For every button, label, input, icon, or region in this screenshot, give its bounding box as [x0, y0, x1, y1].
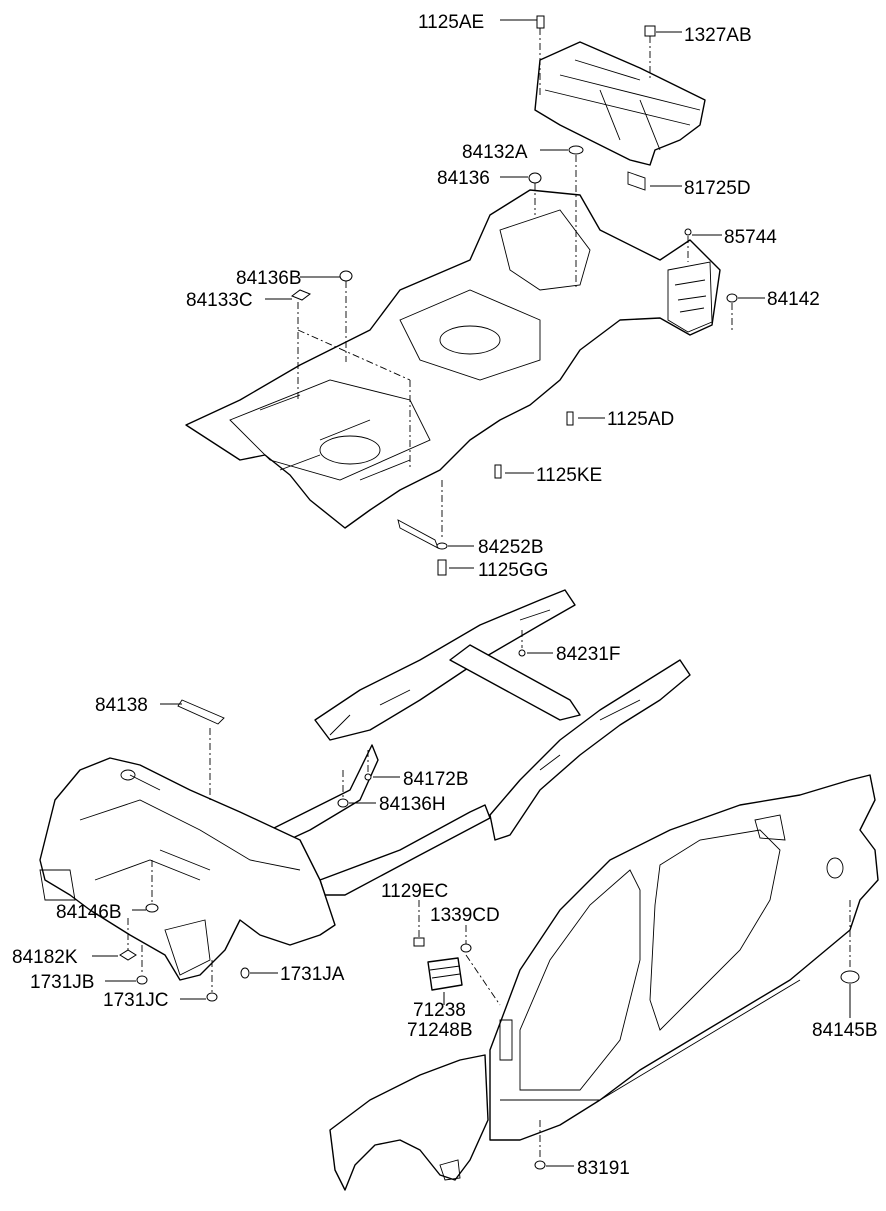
floor-leaders [265, 19, 765, 569]
middle-leaders [92, 630, 553, 1000]
front-fender [329, 1054, 489, 1191]
label-84138: 84138 [95, 695, 148, 716]
floor-hardware [290, 15, 738, 576]
label-84136B: 84136B [236, 268, 302, 289]
label-1125GG: 1125GG [478, 560, 548, 581]
label-81725D: 81725D [684, 178, 751, 199]
callout-labels: 1125AE 1327AB 84132A 84136 81725D 85744 … [12, 12, 878, 1179]
label-84252B: 84252B [478, 537, 544, 558]
label-1327AB: 1327AB [684, 25, 752, 46]
label-85744: 85744 [724, 227, 777, 248]
label-71238: 71238 [413, 1000, 466, 1021]
label-83191: 83191 [577, 1158, 630, 1179]
label-84136H: 84136H [379, 794, 446, 815]
label-1129EC: 1129EC [381, 881, 448, 902]
label-84172B: 84172B [403, 769, 469, 790]
label-84132A: 84132A [462, 142, 528, 163]
label-1125KE: 1125KE [536, 465, 602, 486]
rear-panel-shield [534, 41, 706, 191]
floor-pan [185, 189, 721, 549]
label-84136: 84136 [437, 168, 490, 189]
label-84146B: 84146B [56, 902, 122, 923]
label-1339CD: 1339CD [430, 905, 500, 926]
label-71248B: 71248B [407, 1020, 473, 1041]
label-84145B: 84145B [812, 1020, 878, 1041]
label-84133C: 84133C [186, 290, 253, 311]
middle-hardware [119, 649, 526, 1002]
front-structure [39, 757, 336, 981]
bottom-leaders [418, 900, 851, 1167]
underbody-frame [177, 589, 691, 896]
label-1731JC: 1731JC [103, 990, 169, 1011]
label-84142: 84142 [767, 289, 820, 310]
label-1731JB: 1731JB [30, 972, 94, 993]
label-1731JA: 1731JA [280, 964, 345, 985]
label-1125AD: 1125AD [607, 409, 674, 430]
label-84182K: 84182K [12, 947, 78, 968]
bracket-71238 [413, 937, 860, 1170]
label-1125AE: 1125AE [418, 12, 484, 33]
label-84231F: 84231F [556, 644, 620, 665]
body-side [489, 774, 879, 1141]
